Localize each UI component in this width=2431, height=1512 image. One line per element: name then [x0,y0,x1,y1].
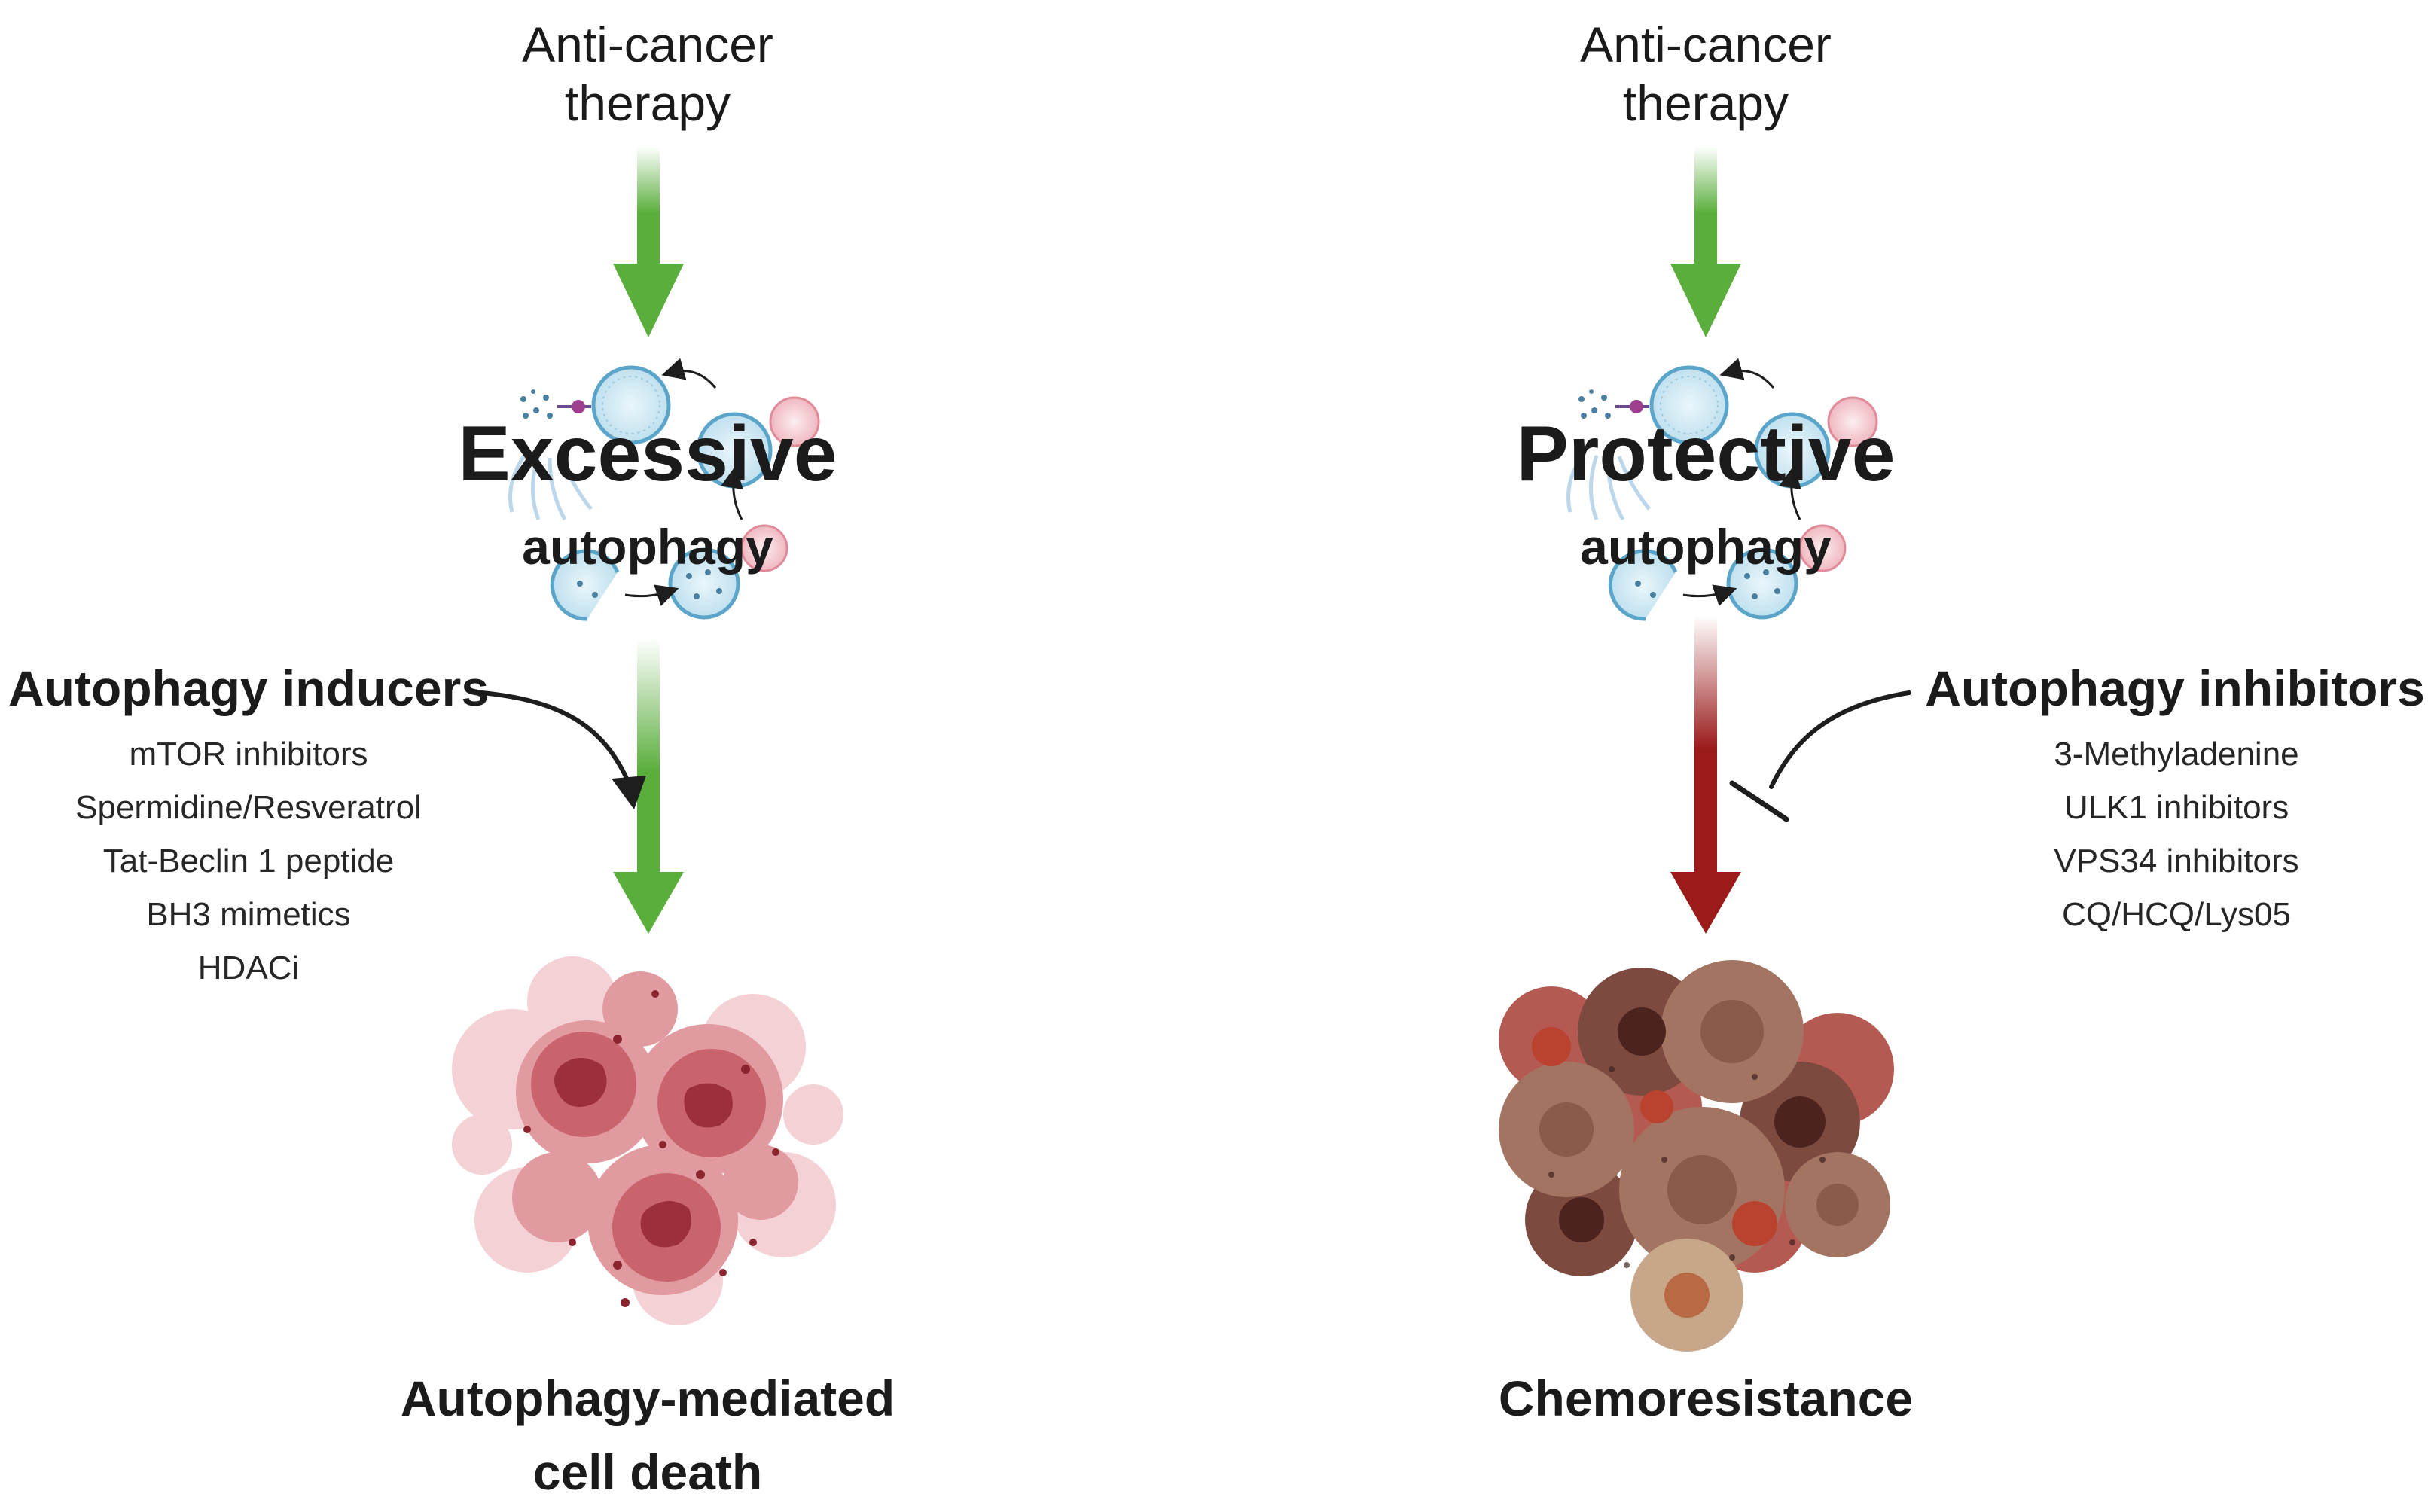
therapy-arrow-left [613,147,684,337]
inhibitor-item: VPS34 inhibitors [2054,843,2299,879]
therapy-label-left: Anti-cancer therapy [522,17,773,131]
inhibitor-tbar [1729,780,1789,822]
autophagy-cycle-icon-right [1566,358,1878,621]
outcome-left: Autophagy-mediated cell death [400,1370,895,1500]
death-arrow-left [613,639,684,934]
inducers-heading: Autophagy inducers [8,660,490,716]
autophagy-sub-left: autophagy [522,519,773,575]
inducer-item: Spermidine/Resveratrol [75,789,422,826]
inhibitors-heading: Autophagy inhibitors [1925,660,2425,716]
therapy-arrow-right [1670,147,1741,337]
inhibitor-item: ULK1 inhibitors [2063,789,2289,826]
autophagy-title-left: Excessive [458,410,837,498]
inducer-item: BH3 mimetics [146,896,351,933]
autophagy-title-right: Protective [1516,410,1896,498]
autophagy-cycle-icon-left [508,358,820,621]
resistant-cell-cluster-icon [1499,960,1894,1352]
inducer-item: mTOR inhibitors [129,736,368,773]
inhibitor-item: CQ/HCQ/Lys05 [2061,896,2291,933]
inducer-arrowhead [612,776,646,809]
inhibitor-curved-line [1769,690,1911,789]
therapy-label-right: Anti-cancer therapy [1580,17,1832,131]
outcome-right: Chemoresistance [1498,1370,1914,1426]
inducer-item: Tat-Beclin 1 peptide [102,843,395,879]
autophagy-sub-right: autophagy [1580,519,1832,575]
resistance-arrow-right [1670,616,1741,934]
inducer-curved-arrow [480,690,631,785]
inducer-item: HDACi [197,950,300,986]
inhibitor-item: 3-Methyladenine [2054,736,2299,773]
dying-cell-cluster-icon [452,956,843,1325]
